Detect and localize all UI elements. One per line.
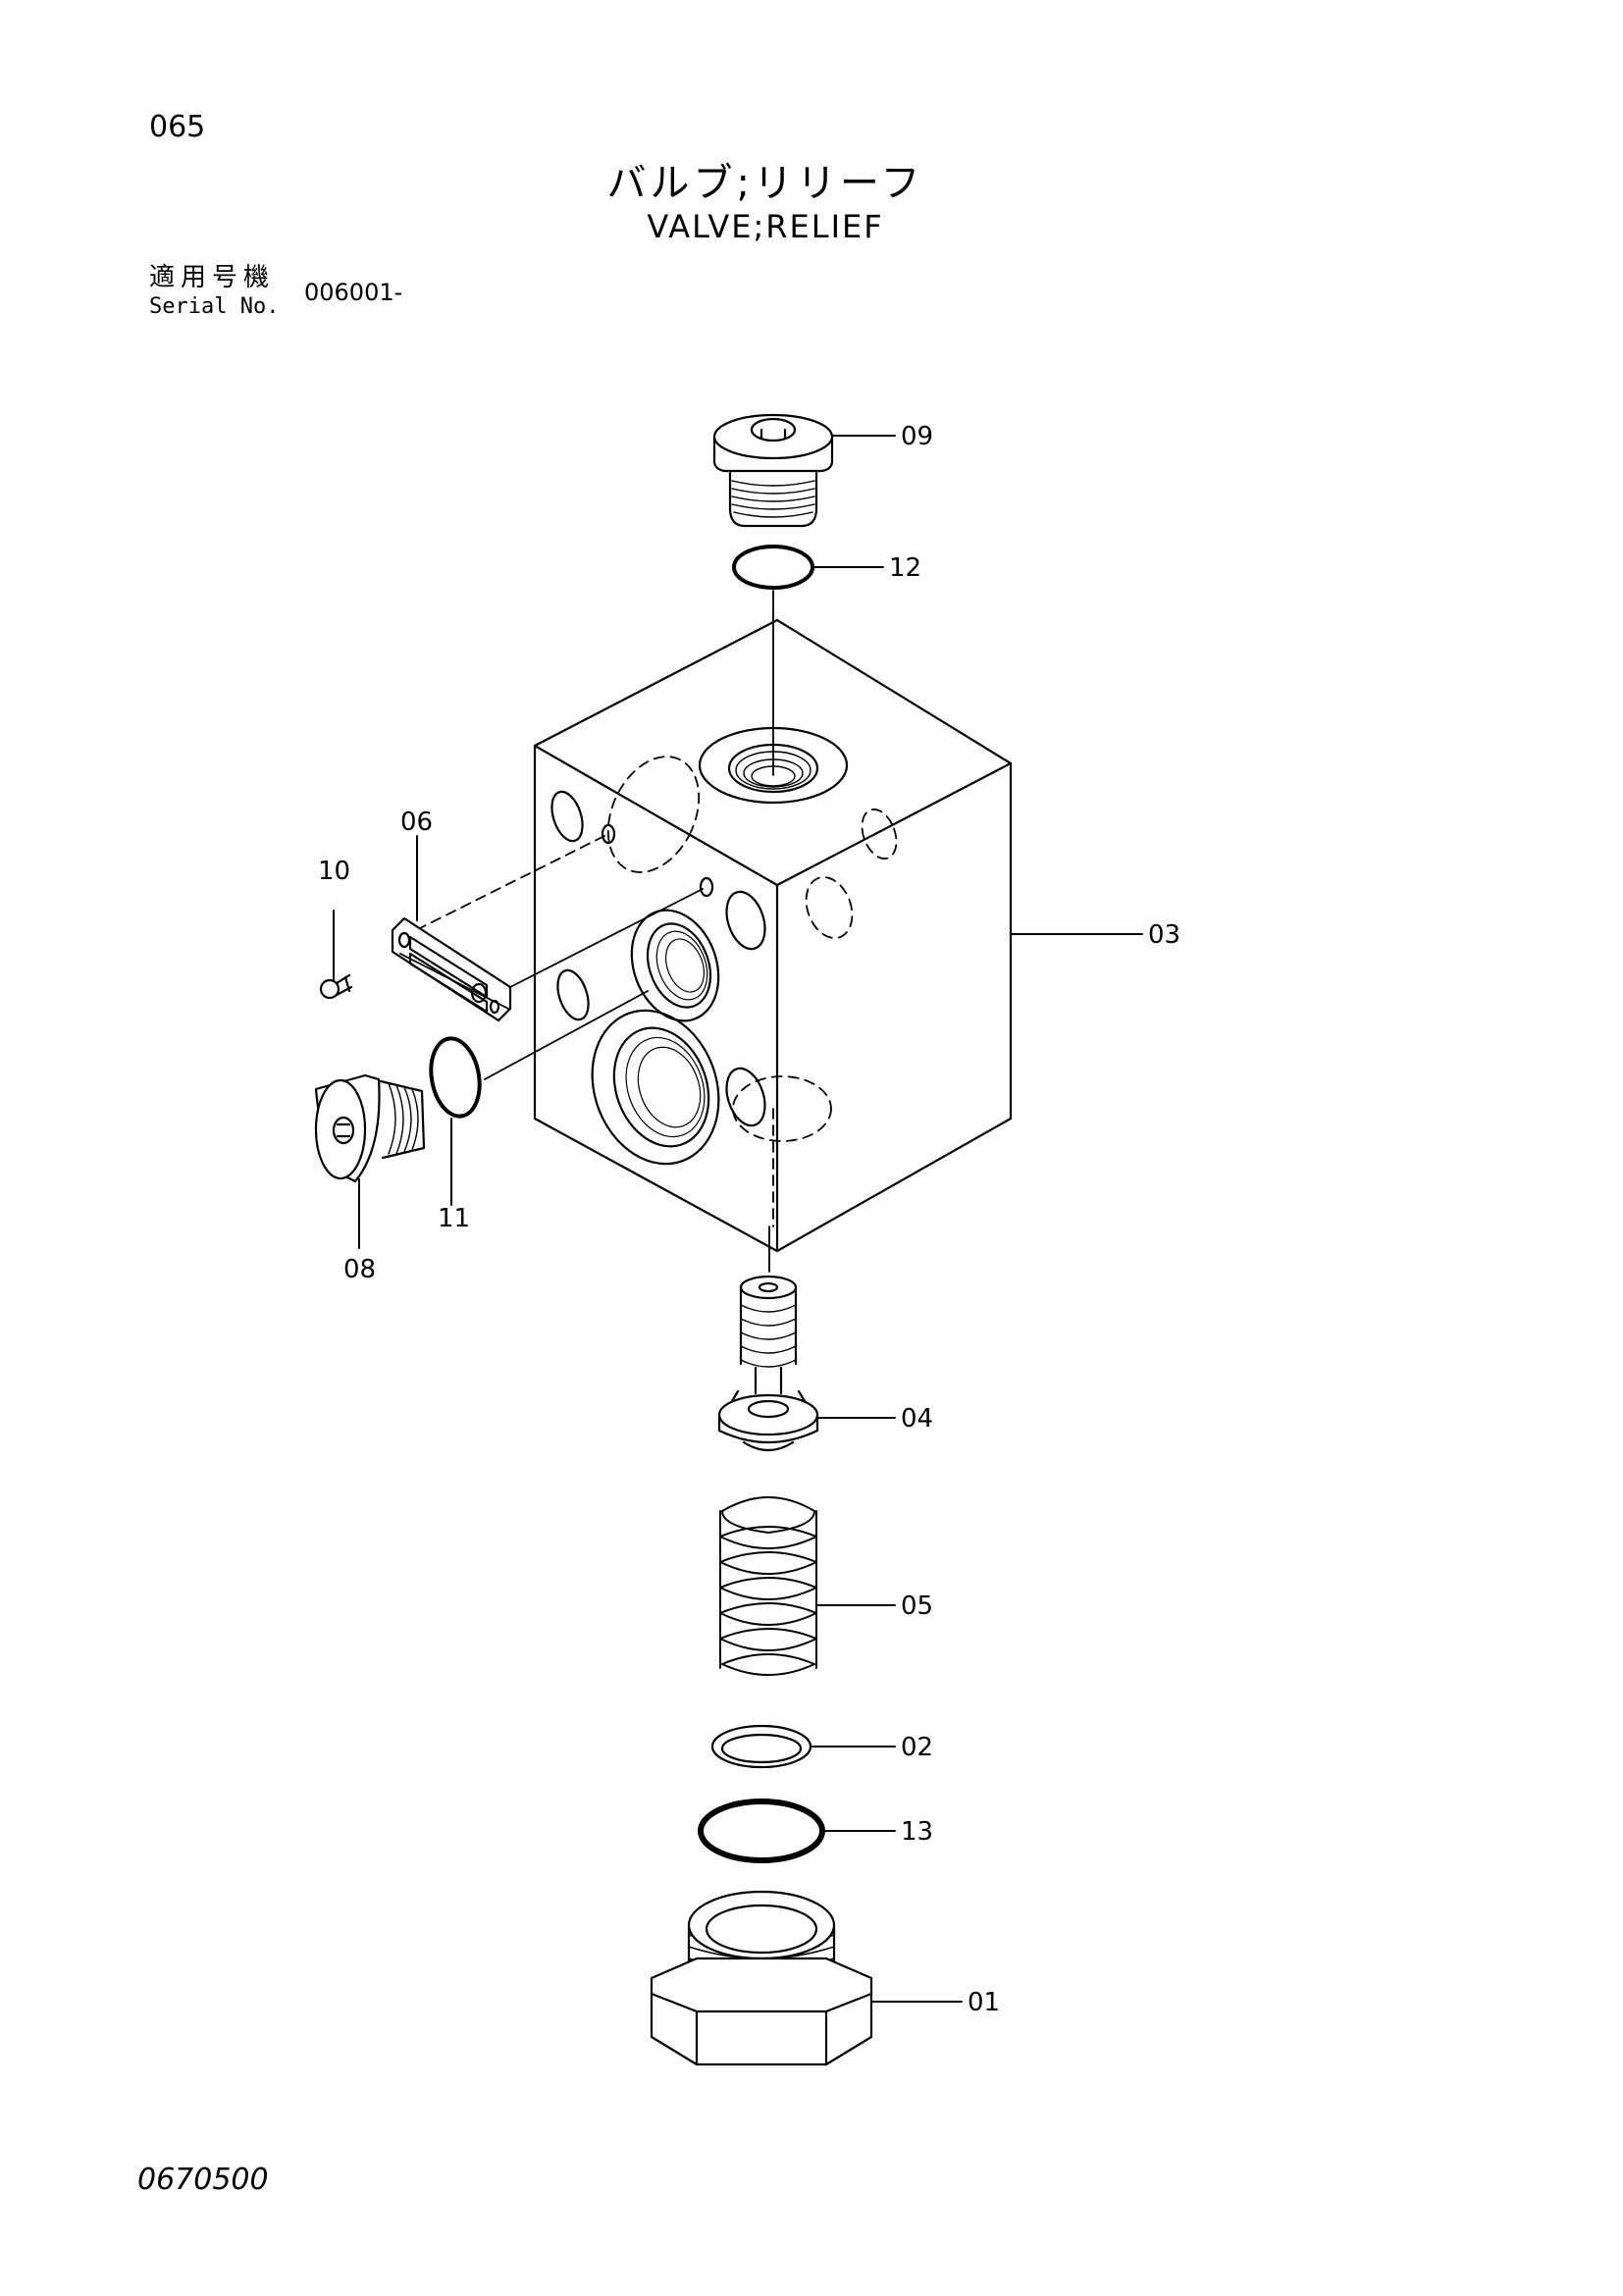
callout-01: 01 <box>968 1988 1000 2017</box>
part-10-screw <box>319 973 353 1000</box>
part-06-cover-plate <box>391 916 512 1022</box>
serial-number-value: 006001- <box>304 279 403 306</box>
part-12-o-ring <box>732 545 814 590</box>
part-11-o-ring <box>429 1036 482 1119</box>
title-english: VALVE;RELIEF <box>647 208 884 245</box>
callout-08: 08 <box>343 1255 376 1284</box>
part-04-poppet <box>717 1275 819 1452</box>
part-13-o-ring <box>698 1799 825 1863</box>
part-01-hex-plug <box>650 1890 873 2066</box>
assembly-lines <box>399 590 774 1273</box>
leader-lines <box>333 435 1143 2003</box>
serial-label-english: Serial No. <box>149 294 280 319</box>
callout-12: 12 <box>889 553 921 583</box>
callout-10: 10 <box>318 857 350 886</box>
part-08-side-plug <box>314 1073 426 1183</box>
title-japanese: バルブ;リリーフ <box>606 161 924 206</box>
part-03-valve-block <box>533 618 1013 1253</box>
callout-03: 03 <box>1148 920 1180 950</box>
callout-06: 06 <box>400 808 433 837</box>
part-09-plug-top <box>712 413 834 528</box>
drawing-number: 0670500 <box>137 2163 269 2197</box>
callout-04: 04 <box>901 1404 933 1434</box>
serial-label-japanese: 適用号機 <box>149 263 276 292</box>
callout-05: 05 <box>901 1592 933 1621</box>
part-05-spring <box>719 1496 817 1676</box>
part-02-backup-ring <box>710 1724 812 1769</box>
callout-11: 11 <box>438 1204 470 1233</box>
callout-13: 13 <box>901 1817 933 1847</box>
callout-09: 09 <box>901 422 933 451</box>
callout-02: 02 <box>901 1733 933 1762</box>
page-number: 065 <box>149 110 206 144</box>
